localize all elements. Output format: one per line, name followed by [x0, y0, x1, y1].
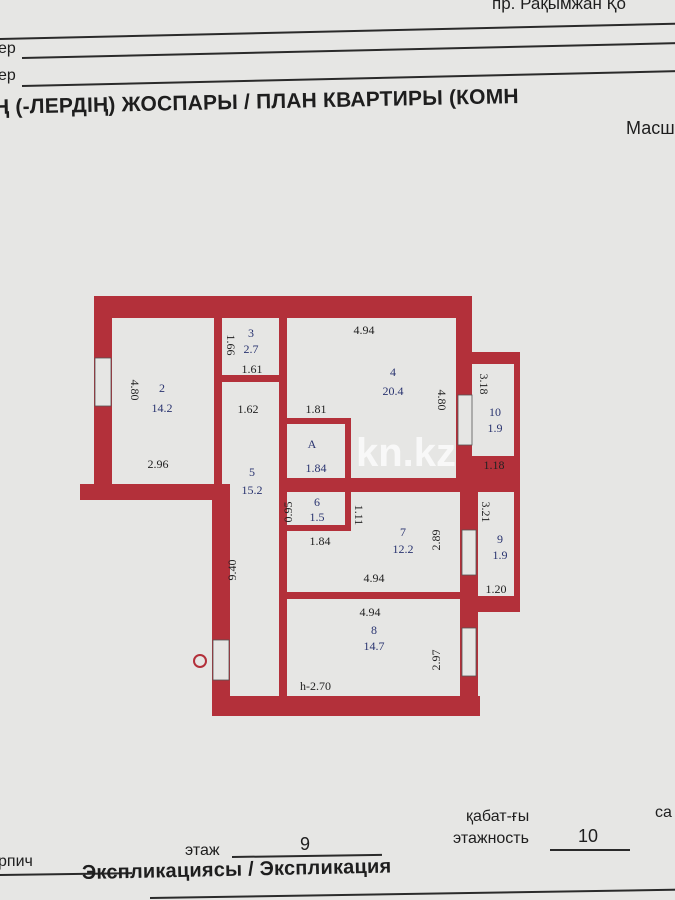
address-text: пр. Рақымжан Қо: [492, 0, 626, 13]
field-label-1: ер: [0, 40, 16, 57]
walls: [80, 296, 520, 716]
dim-room2-width: 2.96: [148, 457, 169, 471]
room-5-number: 5: [249, 465, 255, 479]
room-7-number: 7: [400, 525, 406, 539]
room-2-number: 2: [159, 381, 165, 395]
room-5-area: 15.2: [242, 483, 263, 497]
scale-text: Масш: [626, 118, 675, 138]
room-6-number: 6: [314, 495, 320, 509]
ceiling-height: h-2.70: [300, 679, 331, 693]
dim-room7-height: 2.89: [429, 530, 443, 551]
room-3-area: 2.7: [244, 342, 259, 356]
room-3-number: 3: [248, 326, 254, 340]
dim-corridor-width: 1.62: [238, 402, 259, 416]
floors-underline: [550, 849, 630, 851]
dim-room6-width: 1.84: [310, 534, 331, 548]
dim-room6-height: 0.95: [281, 502, 295, 523]
field-label-2: ер: [0, 67, 16, 84]
room-4-area: 20.4: [383, 384, 404, 398]
room-9-number: 9: [497, 532, 503, 546]
room-4-number: 4: [390, 365, 396, 379]
dim-room3-width: 1.61: [242, 362, 263, 376]
floors-value: 10: [578, 826, 599, 846]
floor-value: 9: [300, 834, 311, 854]
dim-room8-height: 2.97: [429, 650, 443, 671]
floor-label: этаж: [185, 842, 220, 859]
dim-room4-width: 4.94: [354, 323, 375, 337]
room-9-area: 1.9: [493, 548, 508, 562]
dim-room6-side: 1.11: [352, 505, 366, 526]
watermark: kn.kz: [356, 431, 456, 475]
dim-room8-width: 4.94: [360, 605, 381, 619]
room-8-number: 8: [371, 623, 377, 637]
material-value: рпич: [0, 853, 33, 870]
dim-room9-width: 1.20: [486, 582, 507, 596]
floors-label: этажность: [453, 830, 529, 847]
dim-corridor-length: 9.40: [225, 560, 239, 581]
room-10-area: 1.9: [488, 421, 503, 435]
room-8-area: 14.7: [364, 639, 385, 653]
room-a-label: A: [308, 437, 317, 451]
windows: [94, 357, 477, 681]
room-10-number: 10: [489, 405, 501, 419]
side-fragment: са: [655, 804, 672, 821]
dim-room7-width: 4.94: [364, 571, 385, 585]
dim-room9-height: 3.21: [479, 502, 493, 523]
dim-room10-width: 1.18: [484, 458, 505, 472]
dim-room3-height: 1.66: [224, 335, 238, 356]
room-2-area: 14.2: [152, 401, 173, 415]
dim-room4-inner: 1.81: [306, 402, 327, 416]
entrance-marker-icon: [193, 654, 207, 668]
room-6-area: 1.5: [310, 510, 325, 524]
room-a-dimension: 1.84: [306, 461, 327, 475]
dim-room10-height: 3.18: [477, 374, 491, 395]
dim-room4-height: 4.80: [435, 390, 449, 411]
room-7-area: 12.2: [393, 542, 414, 556]
floors-label-kz: қабат-ғы: [466, 808, 530, 825]
dim-room2-height: 4.80: [128, 380, 142, 401]
